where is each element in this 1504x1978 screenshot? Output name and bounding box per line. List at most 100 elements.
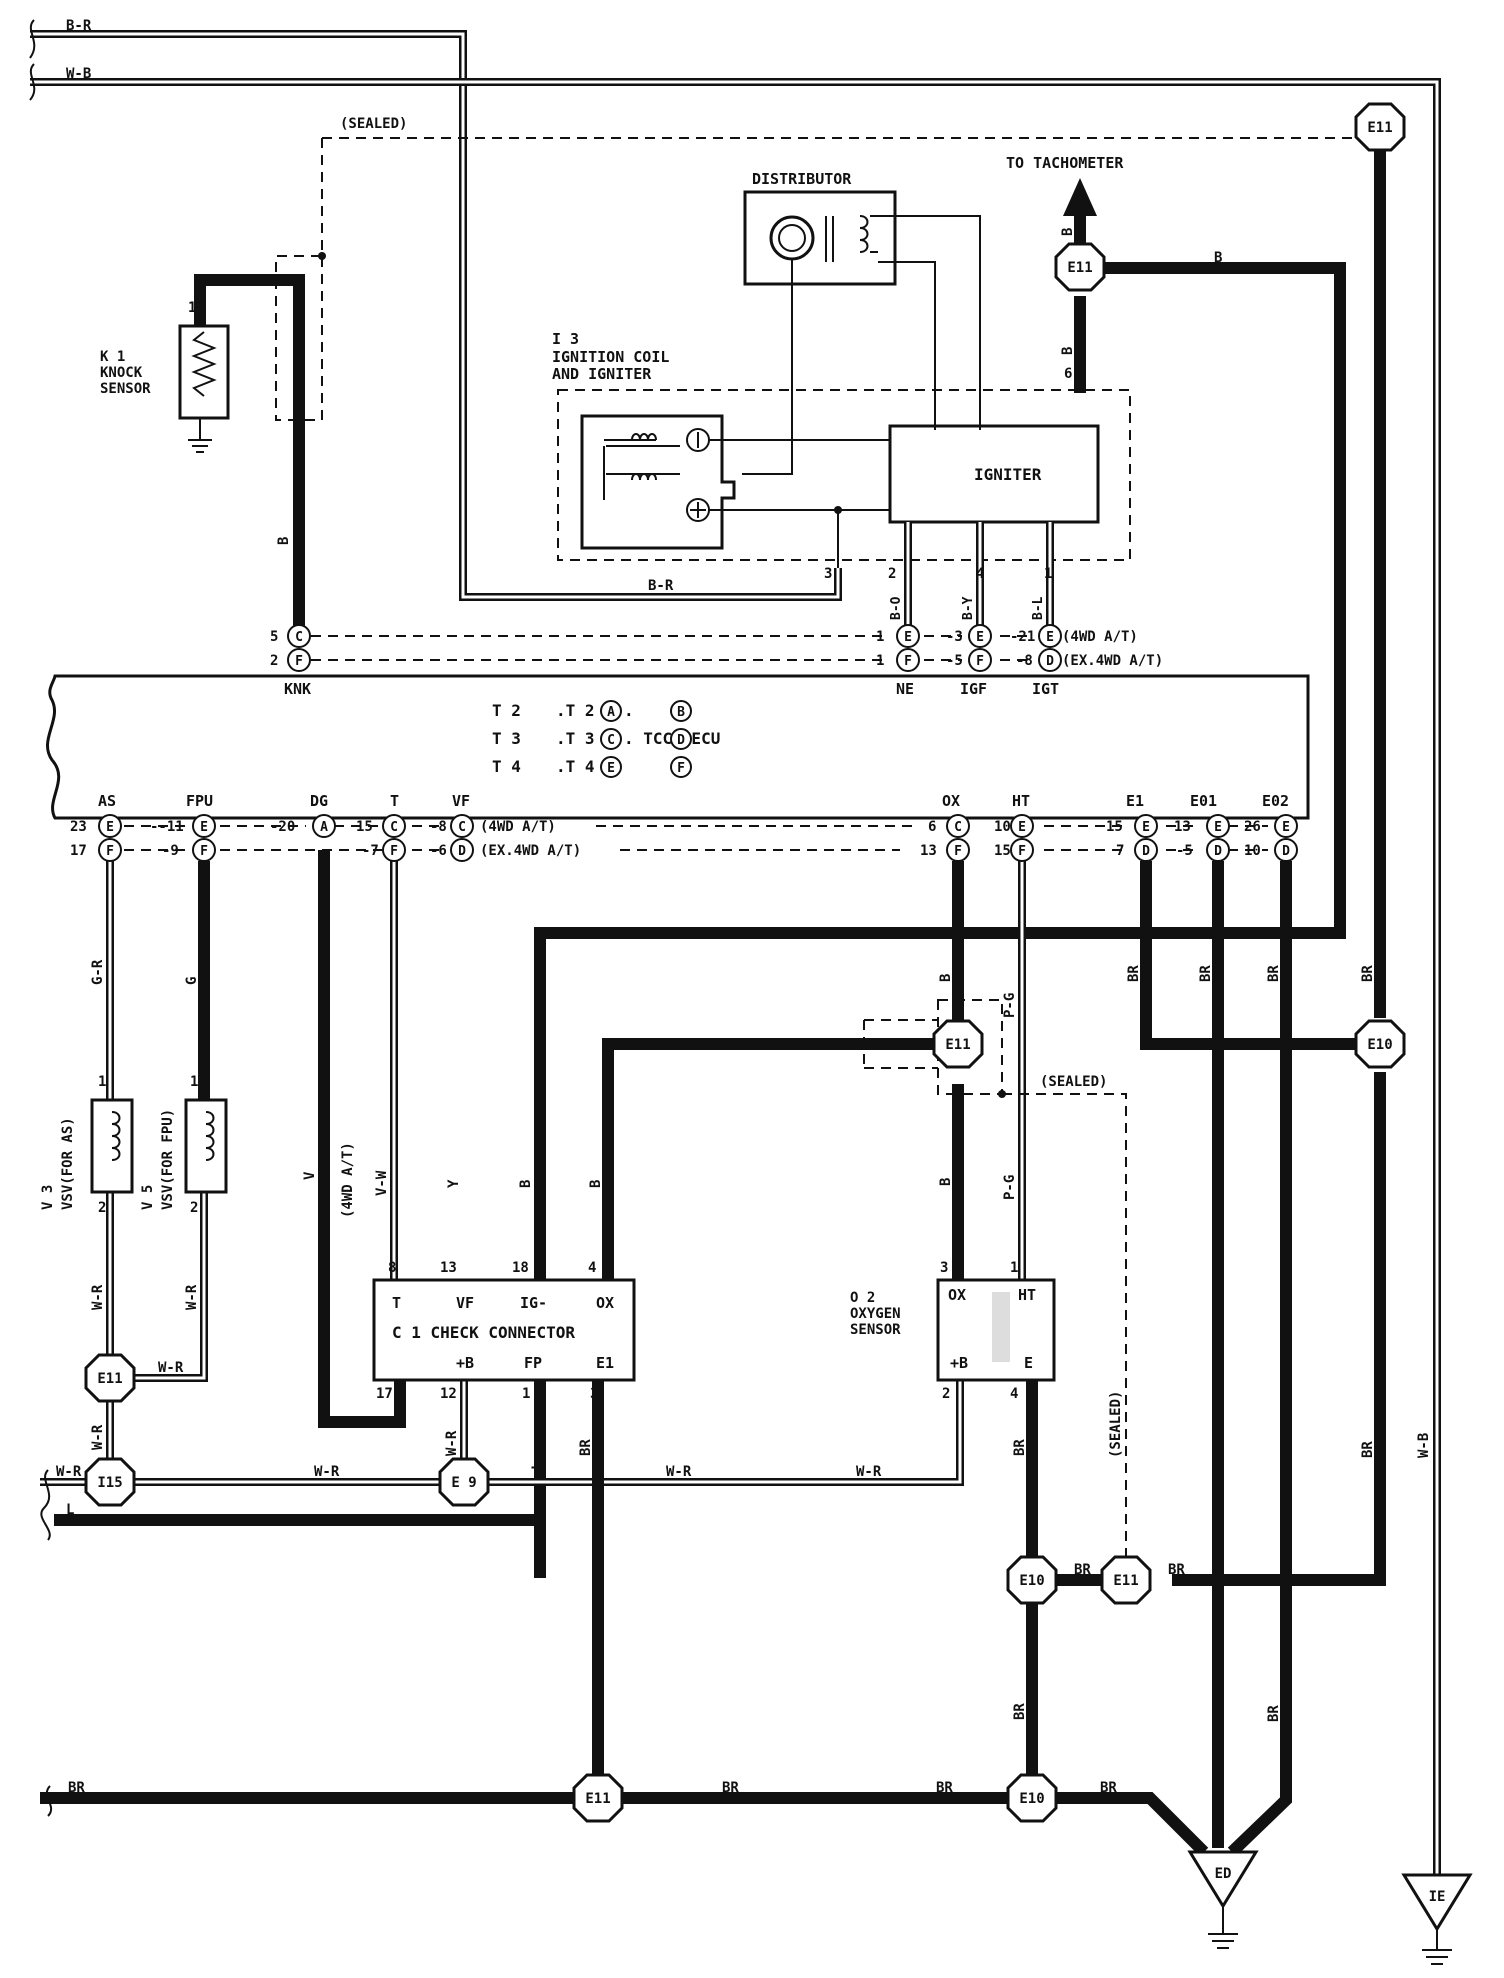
conn-e-ht: E [1018, 820, 1026, 835]
junction-label-e11-top: E11 [1367, 120, 1392, 136]
junction-e11-tach [1054, 242, 1106, 292]
conn-f-ht: F [1018, 844, 1026, 859]
ecu-body [46, 674, 1310, 820]
sealed-label-knock: (SEALED) [340, 116, 407, 132]
ecu-term-ox: OX [942, 792, 960, 810]
ign-pin-3: 3 [824, 566, 832, 582]
check-term-vf: VF [456, 1294, 474, 1312]
o2-line2: SENSOR [850, 1322, 901, 1338]
ht-pin-top: 10 [994, 819, 1011, 835]
wire-label-w-b-top: W-B [66, 66, 91, 82]
igniter-ecu-wires [904, 522, 1054, 633]
knock-code: K 1 [100, 349, 125, 365]
wire-label-v-w: V-W [374, 1170, 390, 1196]
vsv-fpu-name: VSV(FOR FPU) [160, 1109, 176, 1210]
tachometer-arrow-icon [1063, 178, 1097, 216]
distributor-label: DISTRIBUTOR [752, 170, 852, 188]
e02-pin-bot: 10 [1244, 843, 1261, 859]
check-term-b: +B [456, 1354, 474, 1372]
conn-c-ox: C [954, 820, 962, 835]
ecu-line1a: T 2 [492, 701, 521, 720]
junction-label-e11-o2: E11 [1113, 1573, 1138, 1589]
conn-d-vf: D [458, 844, 466, 859]
igniter-pin-6: 6 [1064, 366, 1072, 382]
wire-label-g: G [184, 977, 200, 985]
vf-pin-bot: -6 [430, 843, 447, 859]
dg-mode-label: (4WD A/T) [340, 1142, 356, 1218]
conn-d-e02: D [1282, 844, 1290, 859]
legend-b: B [677, 705, 685, 720]
o2-term-e: E [1024, 1354, 1033, 1372]
conn-d-e1: D [1142, 844, 1150, 859]
t-pin-bot: -7 [362, 843, 379, 859]
o2-term-ht: HT [1018, 1286, 1036, 1304]
wire-label-b-o: B-O [889, 596, 904, 620]
wire-label-br-right: BR [1360, 1441, 1376, 1458]
legend-e: E [607, 761, 615, 776]
junction-e11-bottom [572, 1773, 624, 1823]
wire-label-p-g-2: P-G [1002, 1175, 1018, 1200]
ignition-code: I 3 [552, 330, 579, 348]
ecu-term-e01: E01 [1190, 792, 1217, 810]
ecu-term-dg: DG [310, 792, 328, 810]
wire-label-p-g: P-G [1002, 993, 1018, 1018]
conn-d-igt: D [1046, 654, 1054, 669]
junctions [84, 102, 1406, 1823]
check-pin-12: 12 [440, 1386, 457, 1402]
ne-pin-bot: 1 [876, 653, 884, 669]
junction-label-e10-o2: E10 [1019, 1573, 1044, 1589]
mode-bot-label: (EX.4WD A/T) [1062, 653, 1163, 669]
wire-label-w-r-h3: W-R [856, 1464, 882, 1480]
junction-e9 [438, 1457, 490, 1507]
sealed-label-vertical: (SEALED) [1108, 1391, 1124, 1458]
wire-label-br-b3: BR [1100, 1780, 1117, 1796]
wire-label-br-e02-low: BR [1266, 1705, 1282, 1722]
igt-pin-top: -21 [1010, 629, 1035, 645]
conn-f-knk: F [295, 654, 303, 669]
distributor [743, 190, 897, 286]
check-pin-1: 1 [522, 1386, 530, 1402]
igf-pin-4: 4 [976, 566, 984, 582]
ecu-term-t: T [390, 792, 399, 810]
e01-pin-bot: -5 [1176, 843, 1193, 859]
e1-pin-bot: 7 [1116, 843, 1124, 859]
junction-label-e9: E 9 [451, 1475, 476, 1491]
wire-label-w-r-as: W-R [90, 1284, 106, 1310]
distributor-wires [742, 215, 981, 475]
conn-f-ne: F [904, 654, 912, 669]
conn-f-igf: F [976, 654, 984, 669]
check-pin-17: 17 [376, 1386, 393, 1402]
wire-label-br-e02: BR [1266, 965, 1282, 982]
ne-pin-top: 1 [876, 629, 884, 645]
ecu-bottom-dashes [124, 825, 1268, 851]
ground-label-ed: ED [1215, 1866, 1232, 1882]
knock-shield [275, 137, 1380, 421]
igt-pin-bot: -8 [1016, 653, 1033, 669]
conn-f-ox: F [954, 844, 962, 859]
wire-label-b-r-top: B-R [66, 18, 92, 34]
fpu-pin-top: --11 [150, 819, 184, 835]
igniter-label: IGNITER [974, 465, 1042, 484]
ecu-line3b: .T 4 [556, 757, 595, 776]
conn-f-t: F [390, 844, 398, 859]
sealed-label-o2: (SEALED) [1040, 1074, 1107, 1090]
t-pin-top: 15 [356, 819, 373, 835]
ox-pin-top: 6 [928, 819, 936, 835]
wire-label-b-y: B-Y [961, 596, 976, 620]
junction-e11-vsv [84, 1353, 136, 1403]
legend-f: F [677, 761, 685, 776]
ignition-coil-igniter [557, 389, 1131, 561]
conn-c-t: C [390, 820, 398, 835]
conn-d-e01: D [1214, 844, 1222, 859]
legend-a: A [607, 705, 615, 720]
conn-f-fpu: F [200, 844, 208, 859]
vsv-fpu [184, 1098, 228, 1194]
wire-label-b-check-ox: B [588, 1180, 604, 1188]
wire-label-br-e10: BR [1074, 1562, 1091, 1578]
vf-mode-bot: (EX.4WD A/T) [480, 843, 581, 859]
o2-term-ox: OX [948, 1286, 966, 1304]
wire-label-b-igniter-v: B [1060, 347, 1076, 355]
ground-label-ie: IE [1429, 1889, 1446, 1905]
check-pin-8: 8 [388, 1260, 396, 1276]
conn-f-as: F [106, 844, 114, 859]
